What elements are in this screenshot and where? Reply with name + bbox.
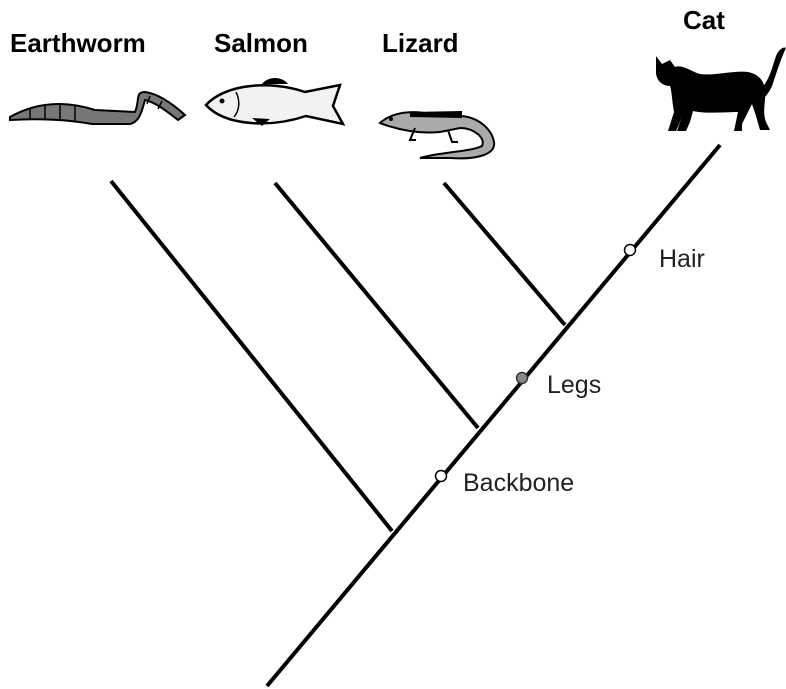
- branch-lizard: [444, 183, 565, 325]
- trait-label-backbone: Backbone: [463, 469, 574, 498]
- legs-marker: [517, 373, 528, 384]
- cat-icon: [656, 47, 786, 131]
- taxon-label-earthworm: Earthworm: [10, 28, 146, 59]
- trait-label-hair: Hair: [659, 245, 705, 274]
- earthworm-icon: [10, 92, 185, 124]
- main-trunk: [267, 145, 720, 686]
- taxon-label-cat: Cat: [683, 5, 725, 36]
- hair-marker: [625, 245, 636, 256]
- trait-label-legs: Legs: [547, 371, 601, 400]
- taxon-label-lizard: Lizard: [382, 28, 459, 59]
- taxon-label-salmon: Salmon: [214, 28, 308, 59]
- branch-earthworm: [111, 181, 392, 531]
- branch-salmon: [275, 183, 478, 428]
- lizard-icon: [380, 111, 494, 158]
- salmon-icon: [206, 78, 343, 126]
- backbone-marker: [436, 471, 447, 482]
